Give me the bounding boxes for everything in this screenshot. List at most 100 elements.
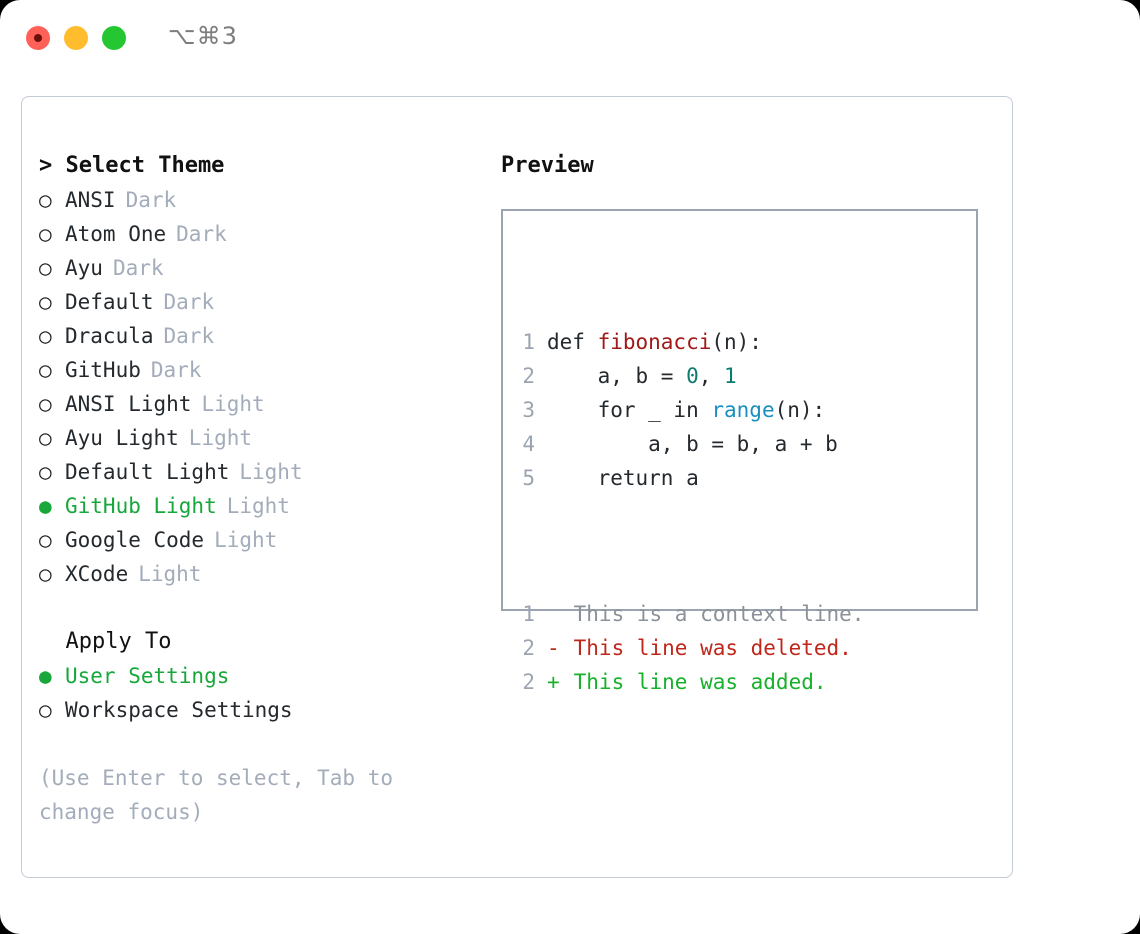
- radio-unselected-icon[interactable]: ○: [39, 460, 52, 484]
- apply-to-item[interactable]: ● User Settings: [39, 659, 479, 693]
- radio-unselected-icon[interactable]: ○: [39, 222, 52, 246]
- code-token: fibonacci: [597, 330, 712, 354]
- line-number: 5: [522, 466, 535, 490]
- radio-unselected-icon[interactable]: ○: [39, 324, 52, 348]
- radio-unselected-icon[interactable]: ○: [39, 256, 52, 280]
- theme-name: Dracula: [65, 324, 154, 348]
- radio-unselected-icon[interactable]: ○: [39, 528, 52, 552]
- minimize-button[interactable]: [64, 26, 88, 50]
- line-number: 2: [522, 364, 535, 388]
- theme-variant-tag: Light: [239, 460, 303, 484]
- code-token: 0: [686, 364, 699, 388]
- radio-unselected-icon[interactable]: ○: [39, 562, 52, 586]
- theme-variant-tag: Dark: [163, 290, 215, 314]
- theme-variant-tag: Dark: [112, 256, 164, 280]
- theme-name: Default Light: [65, 460, 230, 484]
- theme-variant-tag: Light: [201, 392, 265, 416]
- code-token: def: [547, 330, 598, 354]
- theme-name: ANSI: [65, 188, 116, 212]
- line-number: 1: [522, 330, 535, 354]
- theme-variant-tag: Light: [226, 494, 290, 518]
- radio-unselected-icon[interactable]: ○: [39, 188, 52, 212]
- diff-line: 2+ This line was added.: [521, 665, 864, 699]
- theme-variant-tag: Light: [214, 528, 278, 552]
- line-number: 1: [522, 602, 535, 626]
- line-number: 2: [522, 636, 535, 660]
- code-line: 3 for _ in range(n):: [521, 393, 864, 427]
- line-number: 3: [522, 398, 535, 422]
- code-token: for _ in: [547, 398, 712, 422]
- theme-name: ANSI Light: [65, 392, 192, 416]
- radio-unselected-icon[interactable]: ○: [39, 290, 52, 314]
- theme-list-item[interactable]: ○ Default Light Light: [39, 455, 479, 489]
- code-token: a, b =: [547, 364, 687, 388]
- title-bar: ⌥⌘3: [0, 0, 1140, 78]
- theme-list-item[interactable]: ● GitHub Light Light: [39, 489, 479, 523]
- code-line: 4 a, b = b, a + b: [521, 427, 864, 461]
- radio-unselected-icon[interactable]: ○: [39, 426, 52, 450]
- radio-selected-icon[interactable]: ●: [39, 494, 52, 518]
- theme-list-item[interactable]: ○ Ayu Light Light: [39, 421, 479, 455]
- diff-text: This line was deleted.: [561, 636, 852, 660]
- theme-list-item[interactable]: ○ XCode Light: [39, 557, 479, 591]
- maximize-button[interactable]: [102, 26, 126, 50]
- apply-to-item[interactable]: ○Workspace Settings: [39, 693, 479, 727]
- theme-variant-tag: Light: [138, 562, 202, 586]
- theme-picker-header: > Select Theme: [39, 153, 225, 178]
- theme-name: Ayu Light: [65, 426, 179, 450]
- close-button[interactable]: [26, 26, 50, 50]
- apply-to-label: User Settings: [65, 664, 230, 688]
- code-token: range: [711, 398, 775, 422]
- theme-name: GitHub: [65, 358, 141, 382]
- theme-name: Default: [65, 290, 154, 314]
- code-token: a, b = b, a + b: [547, 432, 838, 456]
- diff-marker: -: [547, 636, 560, 660]
- code-token: (n):: [711, 330, 762, 354]
- theme-list-item[interactable]: ○ Ayu Dark: [39, 251, 479, 285]
- theme-list-item[interactable]: ○ Default Dark: [39, 285, 479, 319]
- theme-variant-tag: Light: [188, 426, 253, 450]
- window-title: ⌥⌘3: [168, 22, 238, 50]
- keyboard-hint: (Use Enter to select, Tab to change focu…: [39, 766, 394, 824]
- theme-name: Atom One: [65, 222, 167, 246]
- radio-unselected-icon[interactable]: ○: [39, 392, 52, 416]
- theme-name: XCode: [65, 562, 129, 586]
- diff-block: 1 This is a context line.2- This line wa…: [521, 597, 864, 699]
- theme-variant-tag: Dark: [150, 358, 202, 382]
- radio-unselected-icon[interactable]: ○: [39, 698, 52, 722]
- apply-to-header: Apply To: [39, 629, 172, 654]
- theme-list-item[interactable]: ○ ANSI Light Light: [39, 387, 479, 421]
- theme-name: Ayu: [65, 256, 103, 280]
- code-line: 2 a, b = 0, 1: [521, 359, 864, 393]
- theme-variant-tag: Dark: [176, 222, 227, 246]
- line-number: 2: [522, 670, 535, 694]
- diff-text: This is a context line.: [561, 602, 865, 626]
- theme-list-item[interactable]: ○ Atom One Dark: [39, 217, 479, 251]
- radio-unselected-icon[interactable]: ○: [39, 358, 52, 382]
- diff-marker: +: [547, 670, 560, 694]
- line-number: 4: [522, 432, 535, 456]
- code-line: 5 return a: [521, 461, 864, 495]
- radio-selected-icon[interactable]: ●: [39, 664, 52, 688]
- theme-list-item[interactable]: ○ GitHub Dark: [39, 353, 479, 387]
- code-token: return a: [547, 466, 699, 490]
- apply-to-list: ● User Settings ○Workspace Settings: [39, 659, 479, 727]
- diff-line: 2- This line was deleted.: [521, 631, 864, 665]
- diff-line: 1 This is a context line.: [521, 597, 864, 631]
- code-token: 1: [724, 364, 737, 388]
- code-token: (n):: [774, 398, 826, 422]
- theme-list-item[interactable]: ○ Google Code Light: [39, 523, 479, 557]
- theme-name: Google Code: [65, 528, 205, 552]
- code-token: ,: [698, 364, 725, 388]
- theme-name: GitHub Light: [65, 494, 217, 518]
